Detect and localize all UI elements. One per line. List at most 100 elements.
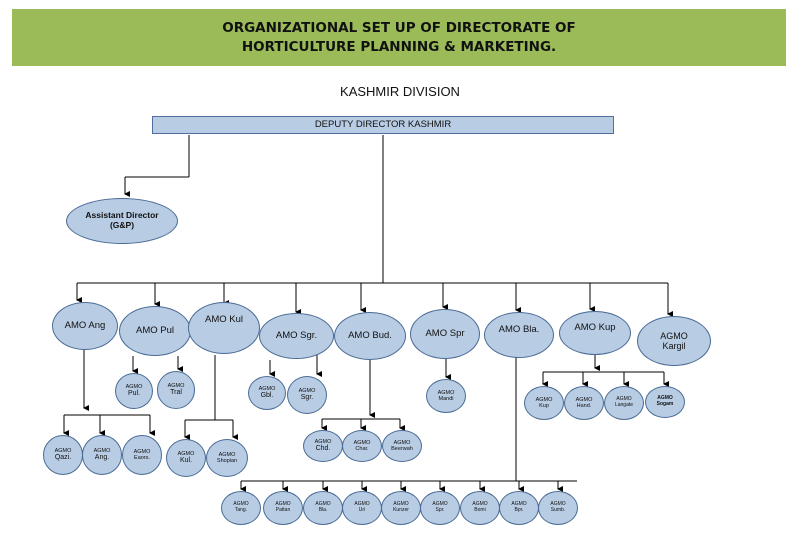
amo-kul-node: AMO Kul (188, 302, 260, 354)
agmo-place: Sgr. (300, 394, 314, 402)
agmo-place: Bla. (318, 507, 328, 513)
amo-spr-node: AMO Spr (410, 309, 480, 359)
agmo-kunzer-node: AGMO Kunzer (381, 491, 421, 525)
header-title-line1: ORGANIZATIONAL SET UP OF DIRECTORATE OF (222, 19, 576, 36)
agmo-label: AGMO (315, 501, 331, 508)
agmo-label: AGMO (258, 385, 276, 392)
assistant-director-node: Assistant Director (G&P) (66, 198, 178, 244)
agmo-label: AGMO (535, 396, 553, 403)
agmo-label: AGMO (472, 501, 488, 508)
assistant-director-label: Assistant Director (85, 210, 159, 221)
agmo-place: Mandi (438, 396, 454, 402)
agmo-pul-node: AGMO Pul. (115, 373, 153, 409)
agmo-place: Bpr. (514, 507, 524, 513)
division-title: KASHMIR DIVISION (340, 84, 460, 99)
amo-kup-label: AMO Kup (574, 322, 616, 333)
agmo-sumb-node: AGMO Sumb. (538, 491, 578, 525)
agmo-place: Sogam (656, 401, 674, 407)
agmo-langate-node: AGMO Langate (604, 386, 644, 420)
agmo-place: Tang. (234, 507, 248, 513)
agmo-label: AGMO (298, 387, 316, 394)
agmo-label: AGMO (233, 501, 249, 508)
agmo-place: Qazi. (54, 454, 72, 462)
agmo-label: AGMO (93, 447, 111, 454)
agmo-label: AGMO (393, 501, 409, 508)
agmo-beerwah-node: AGMO Beerwah (382, 430, 422, 462)
agmo-label: AGMO (550, 501, 566, 508)
agmo-place: Beerwah (391, 446, 413, 452)
agmo-pattan-node: AGMO Pattan (263, 491, 303, 525)
agmo-char-node: AGMO Char. (342, 430, 382, 462)
agmo-uri-node: AGMO Uri (342, 491, 382, 525)
agmo-kup-node: AGMO Kup (524, 386, 564, 420)
agmo-place: Langate (614, 402, 634, 408)
amo-bla-node: AMO Bla. (484, 312, 554, 358)
agmo-ang-node: AGMO Ang. (82, 435, 122, 475)
agmo-place: Kul. (179, 457, 193, 465)
agmo-sogam-node: AGMO Sogam (645, 386, 685, 418)
agmo-hand-node: AGMO Hand. (564, 386, 604, 420)
agmo-label: AGMO (167, 382, 185, 389)
agmo-label: AGMO (354, 501, 370, 508)
agmo-place: Ang. (94, 454, 110, 462)
agmo-gbl-node: AGMO Gbl. (248, 376, 286, 410)
agmo-place: Uri (358, 507, 366, 513)
amo-ang-label: AMO Ang (64, 319, 106, 331)
agmo-label: AGMO (393, 439, 411, 446)
agmo-place: Sumb. (550, 507, 566, 513)
agmo-qazi-node: AGMO Qazi. (43, 435, 83, 475)
agmo-spr-node: AGMO Spr. (420, 491, 460, 525)
agmo-kargil-node: AGMO Kargil (637, 316, 711, 366)
agmo-label: AGMO (437, 389, 455, 396)
header-title-line2: HORTICULTURE PLANNING & MARKETING. (241, 38, 557, 55)
amo-pul-label: AMO Pul (135, 324, 174, 336)
agmo-place: Kup (539, 403, 549, 409)
agmo-label: AGMO (54, 447, 72, 454)
agmo-label: AGMO (275, 501, 291, 508)
agmo-label: AGMO (218, 451, 236, 458)
assistant-director-sub: (G&P) (109, 220, 135, 230)
agmo-kul-node: AGMO Kul. (166, 439, 206, 477)
amo-sgr-label: AMO Sgr. (275, 329, 318, 341)
amo-spr-label: AMO Spr (425, 327, 465, 339)
agmo-label: AGMO (133, 448, 151, 455)
amo-ang-node: AMO Ang (52, 302, 118, 350)
header-banner: ORGANIZATIONAL SET UP OF DIRECTORATE OF … (12, 9, 786, 66)
agmo-label: AGMO (432, 501, 448, 508)
agmo-place: Pattan (275, 507, 291, 513)
deputy-director-box: DEPUTY DIRECTOR KASHMIR (152, 116, 614, 134)
amo-bud-node: AMO Bud. (334, 312, 406, 360)
agmo-bomi-node: AGMO Bomi (460, 491, 500, 525)
agmo-place: Eaors. (134, 455, 150, 461)
agmo-bpr-node: AGMO Bpr. (499, 491, 539, 525)
agmo-place: Bomi (474, 507, 486, 513)
amo-bla-label: AMO Bla. (498, 324, 540, 335)
agmo-label: AGMO (657, 395, 673, 402)
amo-pul-node: AMO Pul (119, 306, 191, 356)
agmo-place: Hand. (576, 403, 592, 409)
agmo-bla-node: AGMO Bla. (303, 491, 343, 525)
agmo-chd-node: AGMO Chd. (303, 430, 343, 462)
agmo-label: AGMO (511, 501, 527, 508)
agmo-mandi-node: AGMO Mandi (426, 379, 466, 413)
amo-sgr-node: AMO Sgr. (259, 313, 334, 359)
agmo-place: Gbl. (260, 392, 274, 400)
agmo-place: Pul. (127, 390, 141, 398)
agmo-kargil-label: AGMO (660, 330, 688, 341)
agmo-label: AGMO (125, 383, 143, 390)
agmo-label: AGMO (353, 439, 371, 446)
agmo-eaors-node: AGMO Eaors. (122, 435, 162, 475)
agmo-place: Kunzer (393, 507, 409, 513)
amo-kup-node: AMO Kup (559, 311, 631, 355)
amo-bud-label: AMO Bud. (348, 329, 392, 341)
agmo-kargil-sub: Kargil (662, 341, 686, 351)
agmo-tang-node: AGMO Tang. (221, 491, 261, 525)
agmo-place: Spr. (435, 507, 445, 513)
agmo-label: AGMO (177, 450, 195, 457)
agmo-place: Tral (170, 389, 182, 397)
agmo-label: AGMO (616, 396, 632, 403)
agmo-label: AGMO (575, 396, 593, 403)
amo-kul-label: AMO Kul (204, 314, 243, 325)
agmo-place: Chd. (315, 445, 331, 453)
